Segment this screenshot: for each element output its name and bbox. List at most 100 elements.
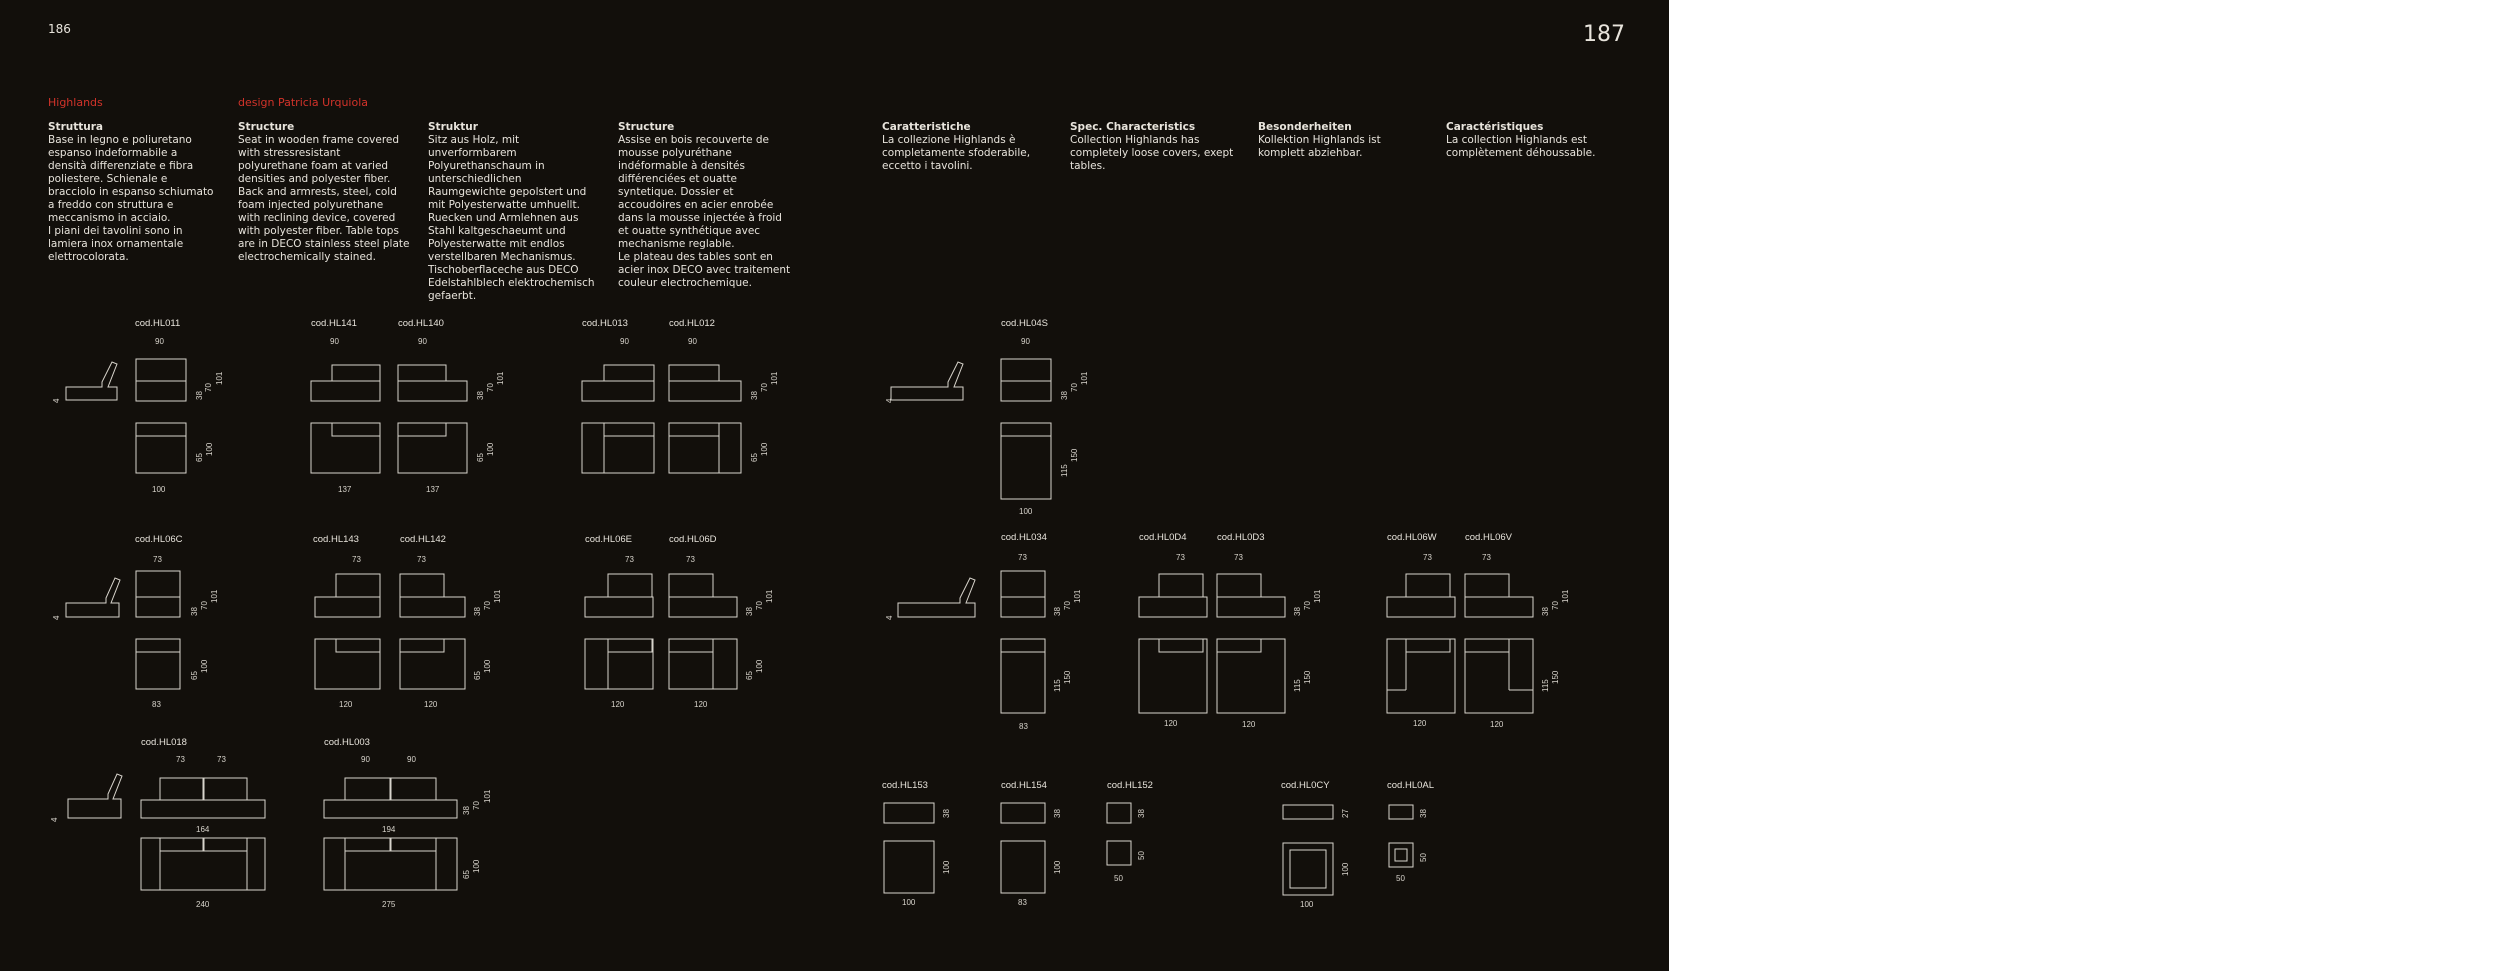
product-code: cod.HL141 (311, 318, 357, 329)
dimension-depth: 150 (1303, 670, 1312, 684)
dimension-depth: 115 (1053, 679, 1062, 692)
product-code: cod.HL06W (1387, 532, 1437, 543)
dimension-height: 70 (1303, 601, 1312, 610)
dimension-height: 70 (472, 801, 481, 810)
dimension-depth: 65 (750, 453, 759, 462)
product-code: cod.HL003 (324, 737, 370, 748)
dimension-height: 38 (195, 391, 204, 400)
dimension-width: 240 (196, 900, 210, 909)
collection-name: Highlands (48, 96, 103, 109)
front-elevation-drawing (140, 777, 458, 819)
product-code: cod.HL140 (398, 318, 444, 329)
structure-column-fr: Structure Assise en bois recouverte de m… (618, 121, 803, 290)
dimension-height: 101 (770, 371, 779, 385)
dimension-depth: 100 (486, 442, 495, 456)
dimension-height: 38 (1053, 607, 1062, 616)
characteristics-column-fr: Caractéristiques La collection Highlands… (1446, 121, 1631, 160)
dimension-height: 4 (52, 615, 61, 620)
dimension-width: 137 (426, 485, 440, 494)
dimension-height: 70 (1070, 383, 1079, 392)
dimension-width: 50 (1114, 874, 1123, 883)
dimension-width: 100 (1300, 900, 1314, 909)
dimension-height: 38 (462, 806, 471, 815)
dimension-width: 90 (418, 337, 427, 346)
column-heading: Struttura (48, 121, 104, 133)
dimension-depth: 115 (1060, 464, 1069, 477)
dimension-width: 120 (1490, 720, 1504, 729)
dimension-height: 4 (52, 398, 61, 403)
dimension-height: 4 (885, 398, 894, 403)
product-code: cod.HL0D3 (1217, 532, 1265, 543)
dimension-height: 38 (1137, 809, 1146, 818)
dimension-height: 70 (483, 601, 492, 610)
structure-column-en: Structure Seat in wooden frame covered w… (238, 121, 423, 264)
dimension-depth: 65 (195, 453, 204, 462)
dimension-height: 101 (483, 789, 492, 803)
dimension-depth: 50 (1419, 853, 1428, 862)
dimension-width: 100 (152, 485, 166, 494)
plan-view-drawing (135, 422, 1052, 500)
dimension-height: 4 (885, 615, 894, 620)
dimension-depth: 100 (755, 659, 764, 673)
product-code: cod.HL018 (141, 737, 187, 748)
dimension-height: 4 (50, 817, 59, 822)
dimension-height: 101 (496, 371, 505, 385)
product-code: cod.HL0AL (1387, 780, 1435, 791)
dimension-height: 27 (1341, 809, 1350, 818)
plan-view-drawing (135, 638, 1534, 714)
dimension-height: 38 (1419, 809, 1428, 818)
column-heading: Caractéristiques (1446, 121, 1544, 133)
product-code: cod.HL0CY (1281, 780, 1330, 791)
product-code: cod.HL06D (669, 534, 717, 545)
dimension-width: 90 (361, 755, 370, 764)
dimension-width: 83 (152, 700, 161, 709)
dimension-height: 70 (1063, 601, 1072, 610)
dimension-width: 73 (176, 755, 185, 764)
dimension-width: 120 (1413, 719, 1427, 728)
product-code: cod.HL013 (582, 318, 628, 329)
dimension-height: 101 (493, 589, 502, 603)
dimension-width: 120 (1242, 720, 1256, 729)
dimension-width: 73 (352, 555, 361, 564)
dimension-depth: 100 (472, 859, 481, 873)
product-code: cod.HL142 (400, 534, 446, 545)
side-profile-drawing (65, 361, 976, 819)
dimension-height: 101 (215, 371, 224, 385)
product-code: cod.HL011 (135, 318, 181, 329)
dimension-depth: 100 (942, 860, 951, 874)
product-code: cod.HL153 (882, 780, 928, 791)
dimension-width: 90 (155, 337, 164, 346)
dimension-height: 70 (1551, 601, 1560, 610)
product-code: cod.HL06E (585, 534, 633, 545)
dimension-depth: 150 (1063, 670, 1072, 684)
column-body: Base in legno e poliuretano espanso inde… (48, 134, 214, 263)
dimension-height: 70 (760, 383, 769, 392)
dimension-width: 120 (339, 700, 353, 709)
dimension-width: 90 (620, 337, 629, 346)
designer-credit: design Patricia Urquiola (238, 96, 369, 109)
front-elevation-drawing (135, 358, 1052, 402)
dimension-width: 194 (382, 825, 396, 834)
catalog-spread: 186 187 Highlands design Patricia Urquio… (0, 0, 1669, 971)
characteristics-column-de: Besonderheiten Kollektion Highlands ist … (1258, 121, 1443, 160)
dimension-depth: 115 (1293, 679, 1302, 692)
dimension-width: 137 (338, 485, 352, 494)
column-heading: Struktur (428, 121, 478, 133)
column-heading: Besonderheiten (1258, 121, 1352, 133)
dimension-height: 101 (1073, 589, 1082, 603)
dimension-width: 83 (1019, 722, 1028, 731)
column-heading: Structure (238, 121, 295, 133)
dimension-height: 70 (755, 601, 764, 610)
dimension-depth: 65 (473, 671, 482, 680)
structure-column-it: Struttura Base in legno e poliuretano es… (48, 121, 233, 264)
product-code: cod.HL06C (135, 534, 183, 545)
dimension-width: 120 (611, 700, 625, 709)
page-number-right: 187 (1583, 22, 1625, 47)
column-body: Sitz aus Holz, mit unverformbarem Polyur… (428, 134, 595, 302)
dimension-height: 101 (765, 589, 774, 603)
dimension-height: 38 (1541, 607, 1550, 616)
dimension-width: 100 (1019, 507, 1033, 516)
dimension-width: 120 (424, 700, 438, 709)
dimension-height: 38 (1293, 607, 1302, 616)
dimension-width: 120 (694, 700, 708, 709)
